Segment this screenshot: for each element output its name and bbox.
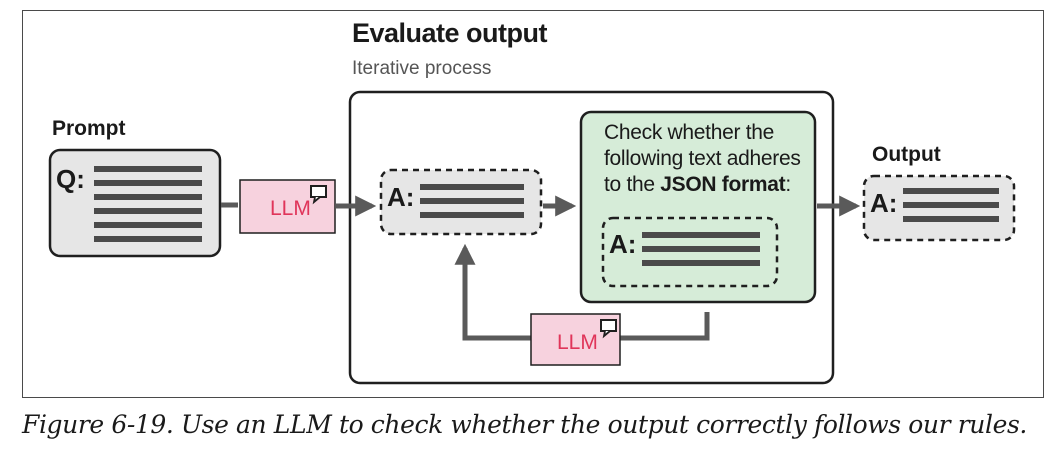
output-text-lines	[903, 188, 999, 222]
prompt-prefix: Q:	[56, 164, 85, 194]
output-box: A:	[862, 174, 1016, 242]
chat-bubble-icon	[600, 319, 617, 339]
prompt-text-lines	[94, 166, 202, 242]
loop-line-right	[620, 312, 710, 341]
check-instruction: Check whether the following text adheres…	[604, 120, 824, 198]
output-prefix: A:	[870, 188, 897, 218]
prompt-label: Prompt	[52, 117, 126, 140]
output-label: Output	[872, 143, 941, 166]
check-line-3: to the JSON format:	[604, 172, 824, 198]
llm-box-1: LLM	[239, 179, 336, 234]
diagram-canvas: Q: LLM A:	[48, 90, 1016, 385]
check-answer-prefix: A:	[609, 229, 636, 259]
prompt-box: Q:	[48, 148, 222, 258]
feedback-loop	[454, 243, 710, 341]
figure-caption: Figure 6-19. Use an LLM to check whether…	[22, 410, 1027, 439]
llm-label-2: LLM	[557, 331, 598, 354]
diagram-title: Evaluate output	[352, 18, 548, 48]
check-line-3-pre: to the	[604, 173, 661, 196]
chat-bubble-icon	[310, 185, 327, 205]
llm-label-1: LLM	[270, 197, 311, 220]
diagram-subtitle: Iterative process	[352, 58, 492, 79]
check-answer-text-lines	[642, 232, 760, 266]
llm-box-2: LLM	[530, 313, 621, 366]
check-line-1: Check whether the	[604, 121, 774, 144]
answer-box: A:	[379, 168, 543, 236]
answer-prefix: A:	[387, 182, 414, 212]
check-line-2: following text adheres	[604, 147, 801, 170]
check-box: A:	[579, 110, 817, 304]
check-line-3-post: :	[785, 173, 791, 196]
json-format-term: JSON format	[660, 173, 786, 196]
loop-line-left	[454, 243, 531, 341]
answer-text-lines	[420, 184, 524, 218]
